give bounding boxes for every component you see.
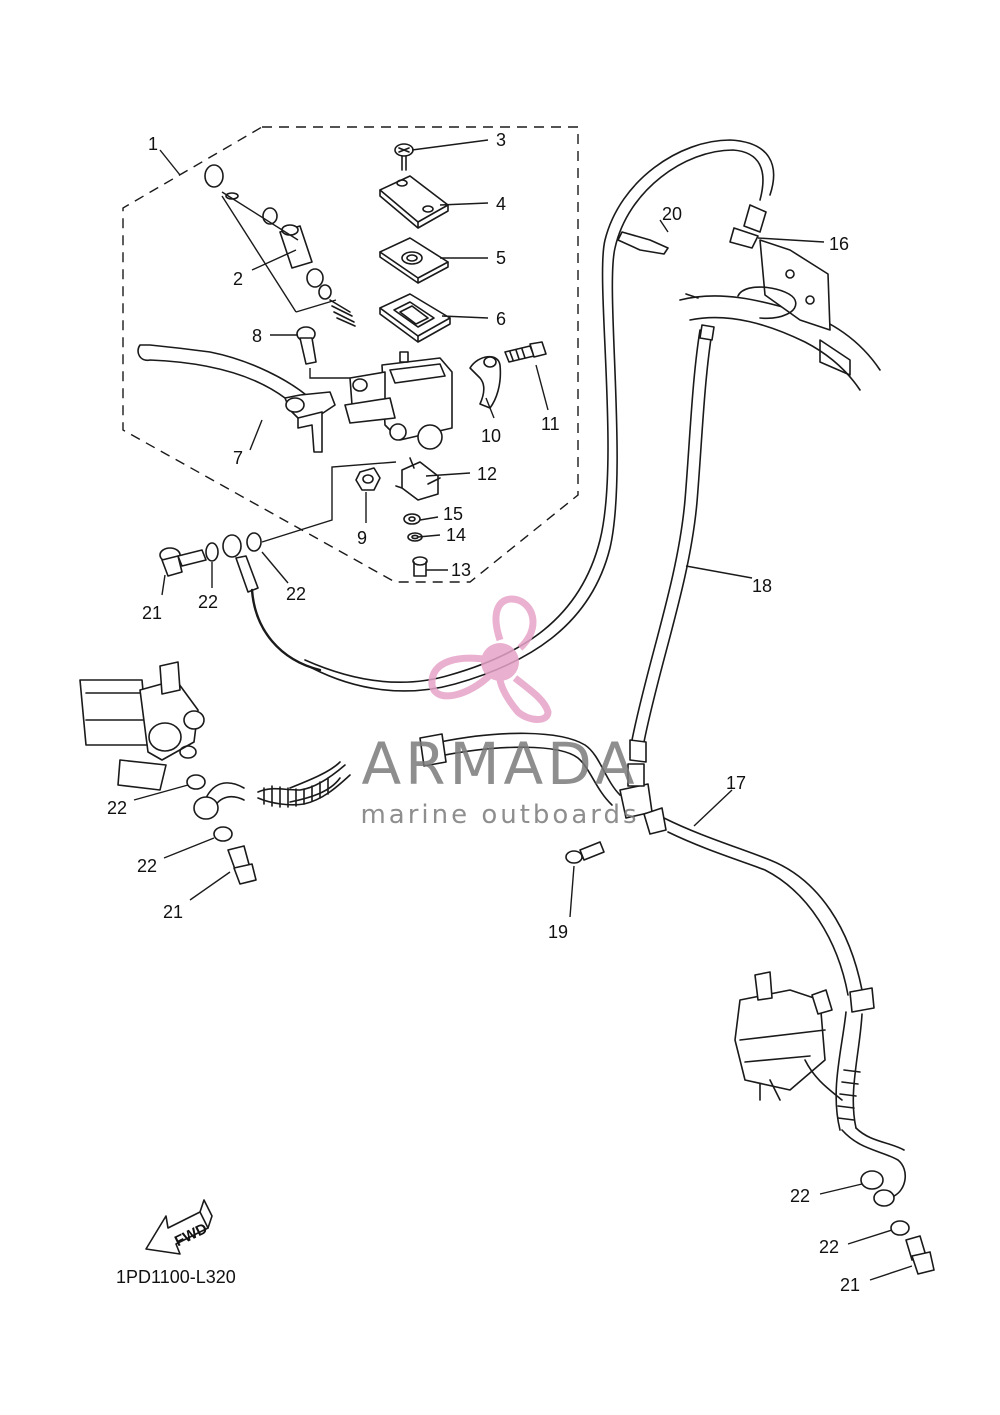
callout-14: 14	[446, 525, 466, 545]
washer-left-a	[186, 774, 206, 790]
screw-13	[412, 556, 428, 577]
junction-tee	[619, 763, 653, 819]
callout-22-left-b: 22	[137, 856, 157, 876]
union-bolt-upper	[159, 547, 207, 577]
callout-22-right-b: 22	[819, 1237, 839, 1257]
callout-15: 15	[443, 504, 463, 524]
washer-right-a	[873, 1189, 895, 1207]
callout-10: 10	[481, 426, 501, 446]
washer-15	[403, 513, 421, 525]
diagram-code: 1PD1100-L320	[116, 1267, 236, 1287]
callout-22-left-a: 22	[107, 798, 127, 818]
washer-left-b	[213, 826, 233, 842]
caliper-left	[79, 661, 205, 791]
watermark-tagline: marine outboards	[360, 800, 639, 830]
hose-left	[205, 732, 621, 809]
callout-4: 4	[496, 194, 506, 214]
piston-kit	[204, 164, 356, 327]
callout-11: 11	[541, 414, 560, 434]
callout-17: 17	[726, 773, 746, 793]
fwd-arrow-icon: FWD	[145, 1199, 213, 1255]
callout-22-upper-b: 22	[286, 584, 306, 604]
callout-2: 2	[233, 269, 243, 289]
callout-19: 19	[548, 922, 568, 942]
callout-21-upper: 21	[142, 603, 162, 623]
pivot-bolt	[296, 326, 317, 365]
watermark-logo	[428, 595, 552, 723]
propeller-blade-left	[428, 654, 493, 700]
callout-22-right-a: 22	[790, 1186, 810, 1206]
brake-switch	[395, 457, 441, 501]
washer-right-b	[890, 1220, 910, 1236]
union-bolt-left	[227, 845, 257, 885]
union-bolt-right	[905, 1235, 935, 1275]
hose-18	[629, 324, 715, 763]
callout-21-left: 21	[163, 902, 183, 922]
assembly-boundary	[122, 126, 579, 583]
callout-18: 18	[752, 576, 772, 596]
propeller-hub	[481, 643, 519, 681]
leader-lines	[133, 139, 913, 1281]
washer-upper-a	[205, 542, 219, 562]
diaphragm	[379, 293, 451, 343]
callout-22-upper-a: 22	[198, 592, 218, 612]
callout-7: 7	[233, 448, 243, 468]
callout-1: 1	[148, 134, 158, 154]
reservoir-cap	[379, 175, 449, 229]
handlebar-bracket	[679, 239, 881, 391]
reservoir-screw	[394, 143, 414, 171]
cap-plate	[379, 237, 449, 284]
callout-5: 5	[496, 248, 506, 268]
callout-12: 12	[477, 464, 497, 484]
propeller-blade-top	[492, 595, 537, 651]
callout-6: 6	[496, 309, 506, 329]
callout-9: 9	[357, 528, 367, 548]
callout-3: 3	[496, 130, 506, 150]
callout-20: 20	[662, 204, 682, 224]
fitting-16	[729, 204, 767, 249]
union-bolt-19	[565, 841, 605, 864]
banjo-right	[860, 1170, 884, 1190]
callout-21-right: 21	[840, 1275, 860, 1295]
caliper-right	[734, 971, 843, 1101]
master-cylinder-body	[344, 351, 453, 450]
lever-holder	[469, 355, 502, 409]
hose-17	[643, 807, 906, 1197]
banjo-left	[193, 796, 219, 820]
hose-clamp	[617, 231, 699, 299]
hose-upper	[250, 588, 322, 672]
holder-bolt	[504, 341, 547, 363]
propeller-blade-right	[496, 675, 552, 723]
banjo-fitting-upper	[222, 534, 259, 593]
nut-9	[355, 467, 381, 491]
watermark-brand: ARMADA	[361, 730, 638, 798]
callout-8: 8	[252, 326, 262, 346]
callout-16: 16	[829, 234, 849, 254]
washer-upper-b	[246, 532, 262, 552]
callout-13: 13	[451, 560, 471, 580]
brake-lever	[137, 344, 336, 453]
